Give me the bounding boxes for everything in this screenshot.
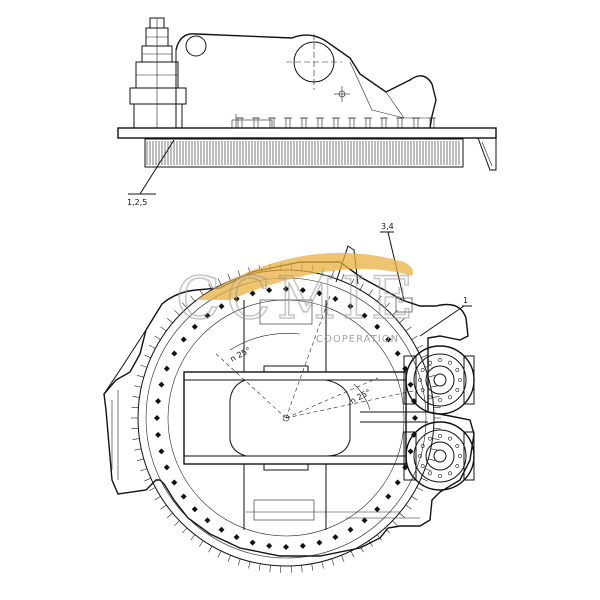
- gear-ring-strip: [144, 138, 464, 168]
- top-view: 1,2,5: [117, 17, 497, 207]
- boom-mount-plate: [175, 33, 437, 129]
- plate-studs: [236, 117, 436, 129]
- motor-column: [129, 17, 187, 129]
- swing-motor-upper: [403, 345, 475, 415]
- callout-label-3-4: 3,4: [381, 222, 394, 231]
- watermark: CCMIE COOPERATION: [175, 252, 419, 345]
- base-plate: [117, 127, 497, 139]
- swing-motor-lower: [403, 421, 475, 491]
- right-bracket: [477, 137, 497, 171]
- gear-teeth: [146, 141, 460, 165]
- pin-hole-left: [185, 35, 207, 57]
- watermark-subtitle: COOPERATION: [316, 334, 399, 345]
- callout-leader: [139, 139, 175, 195]
- callout-label-1: 1: [463, 296, 468, 305]
- center-frame: [183, 371, 407, 465]
- angle-label-right: n 25°: [349, 388, 372, 406]
- callout-1-leader: [419, 305, 465, 337]
- watermark-swoosh: [196, 252, 413, 300]
- ring-bolts: [154, 286, 418, 550]
- center-housing: [229, 379, 351, 457]
- watermark-brand: CCMIE: [176, 264, 419, 332]
- callout-label-1-2-5: 1,2,5: [127, 198, 147, 207]
